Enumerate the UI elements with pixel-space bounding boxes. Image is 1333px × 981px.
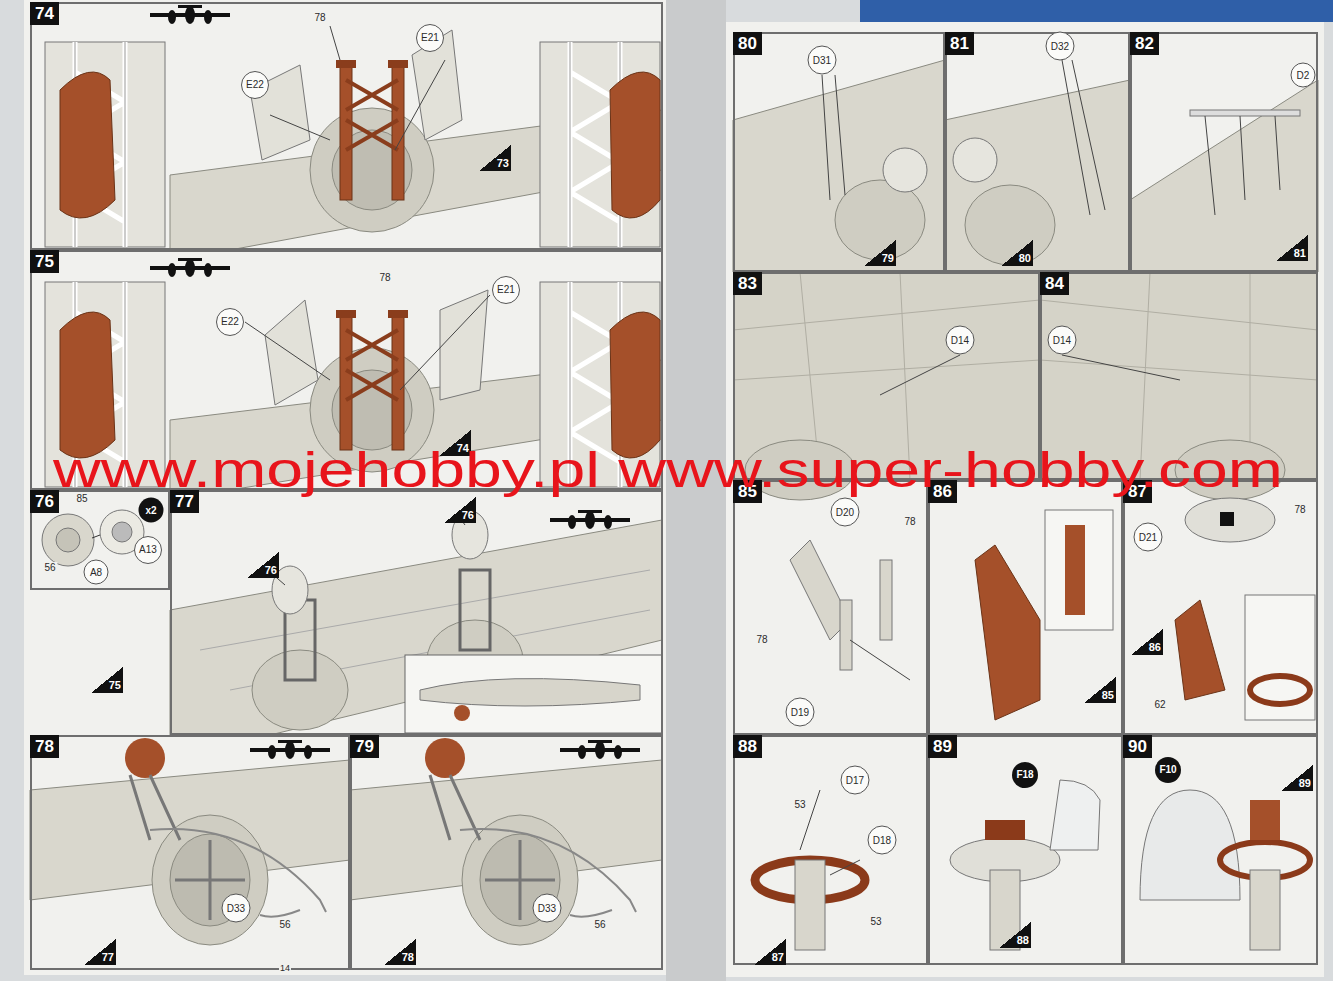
part-callout: D2 <box>1291 63 1316 88</box>
part-callout: D33 <box>222 894 251 923</box>
step-panel: 77 <box>170 490 663 735</box>
part-callout: D14 <box>1048 326 1077 355</box>
callout-number: 56 <box>42 562 57 574</box>
step-number: 82 <box>1130 32 1159 55</box>
step-reference: 88 <box>999 922 1031 948</box>
callout-number: 56 <box>277 919 292 931</box>
step-number: 81 <box>945 32 974 55</box>
step-panel: 81 <box>945 32 1130 272</box>
callout-number: 53 <box>792 799 807 811</box>
part-callout: D19 <box>786 698 815 727</box>
callout-number: 78 <box>312 12 327 24</box>
part-callout: D18 <box>868 826 897 855</box>
part-callout: F10 <box>1155 757 1181 783</box>
step-number: 83 <box>733 272 762 295</box>
step-reference: 85 <box>1084 677 1116 703</box>
part-callout: D20 <box>831 498 860 527</box>
callout-number: 53 <box>868 916 883 928</box>
part-callout: E22 <box>241 71 269 99</box>
part-callout: D33 <box>533 894 562 923</box>
part-callout: D31 <box>808 46 837 75</box>
callout-number: 78 <box>754 634 769 646</box>
step-panel: 74 <box>30 2 663 250</box>
step-panel: 79 <box>350 735 663 970</box>
step-number: 78 <box>30 735 59 758</box>
step-reference: 77 <box>84 939 116 965</box>
step-panel: 88 <box>733 735 928 965</box>
step-reference: 80 <box>1001 240 1033 266</box>
step-reference: 76 <box>444 497 476 523</box>
callout-number: 78 <box>377 272 392 284</box>
part-callout: E22 <box>216 308 244 336</box>
part-callout: D32 <box>1046 32 1075 61</box>
step-number: 74 <box>30 2 59 25</box>
part-callout: D14 <box>946 326 975 355</box>
step-number: 88 <box>733 735 762 758</box>
step-reference: 86 <box>1131 629 1163 655</box>
step-reference: 75 <box>91 667 123 693</box>
step-panel: 87 <box>1123 480 1318 735</box>
callout-number: 62 <box>1152 699 1167 711</box>
step-reference: 89 <box>1281 765 1313 791</box>
watermark: www.mojehobby.pl www.super-hobby.com <box>53 445 1283 495</box>
part-callout: A13 <box>134 536 162 564</box>
step-reference: 78 <box>384 939 416 965</box>
step-number: 84 <box>1040 272 1069 295</box>
part-callout: E21 <box>492 276 520 304</box>
step-reference: 87 <box>754 939 786 965</box>
part-callout: A8 <box>84 560 109 585</box>
step-reference: 73 <box>479 145 511 171</box>
part-callout: x2 <box>139 498 164 523</box>
step-number: 89 <box>928 735 957 758</box>
callout-number: 78 <box>902 516 917 528</box>
step-number: 80 <box>733 32 762 55</box>
callout-number: 56 <box>592 919 607 931</box>
callout-number: 78 <box>1292 504 1307 516</box>
part-callout: F18 <box>1012 762 1038 788</box>
part-callout: D21 <box>1134 523 1163 552</box>
step-panel: 80 <box>733 32 945 272</box>
step-panel: 85 <box>733 480 928 735</box>
part-callout: E21 <box>416 24 444 52</box>
step-reference: 81 <box>1276 235 1308 261</box>
step-number: 90 <box>1123 735 1152 758</box>
part-callout: D17 <box>841 766 870 795</box>
step-number: 75 <box>30 250 59 273</box>
step-panel: 78 <box>30 735 350 970</box>
step-number: 79 <box>350 735 379 758</box>
page-number: 14 <box>279 963 291 974</box>
step-reference: 79 <box>864 240 896 266</box>
step-reference: 76 <box>247 552 279 578</box>
